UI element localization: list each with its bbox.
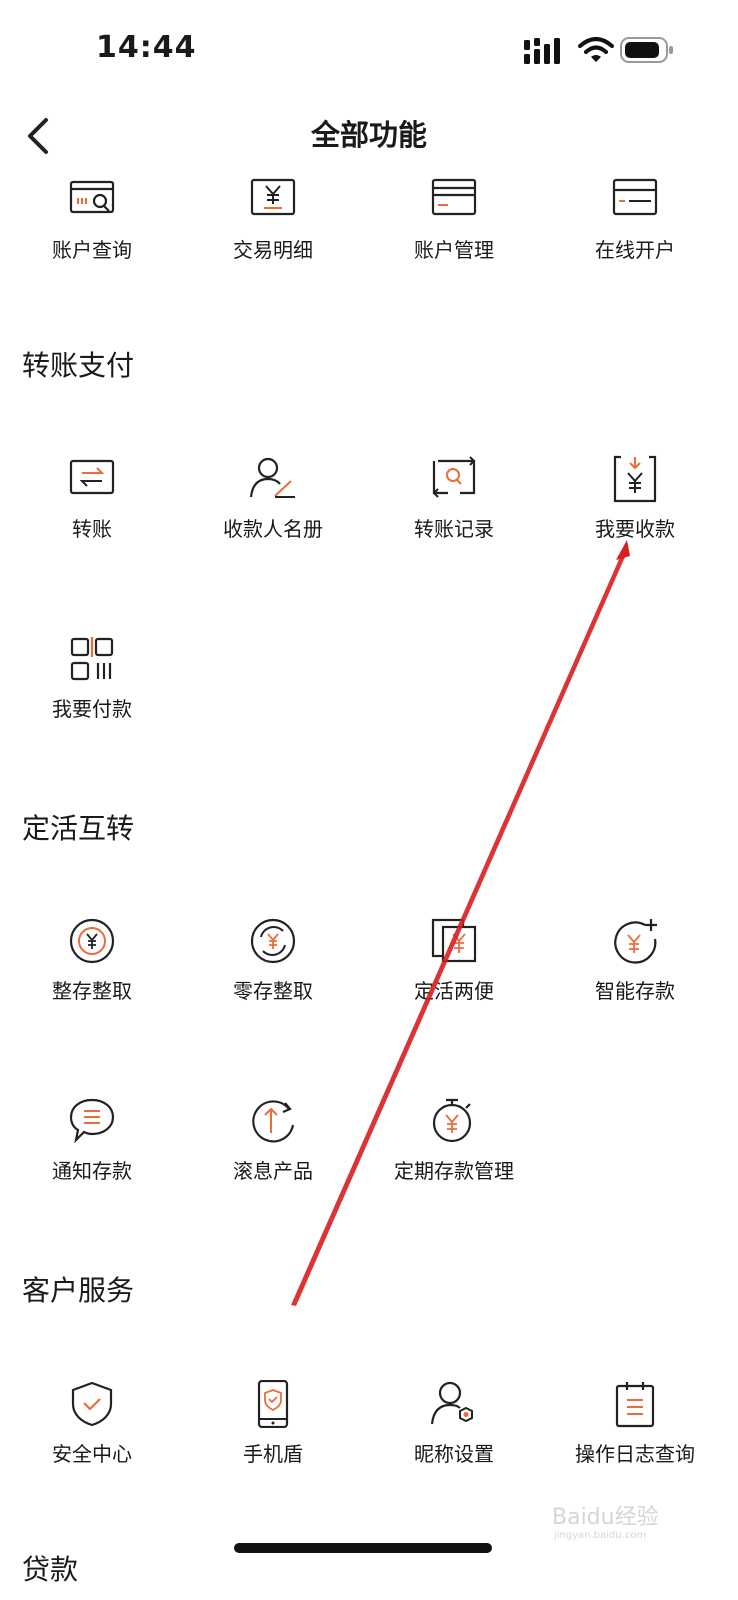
online-open-account-label: 在线开户 [595, 238, 675, 262]
status-bar: 14:44 [0, 0, 738, 100]
lump-sum-deposit-label: 整存整取 [52, 979, 132, 1003]
security-center-label: 安全中心 [52, 1442, 132, 1466]
section-title-transfer: 转账支付 [22, 349, 135, 382]
receive-payment-label: 我要收款 [595, 517, 675, 541]
payee-list-item[interactable]: 收款人名册 [181, 455, 365, 565]
flexible-deposit-icon [431, 918, 477, 963]
payee-list-label: 收款人名册 [223, 517, 323, 541]
mobile-shield-label: 手机盾 [243, 1442, 303, 1466]
transfer-row-2: 我要付款 [0, 635, 738, 745]
wifi-icon [578, 37, 614, 62]
operation-log-label: 操作日志查询 [575, 1442, 695, 1466]
status-time: 14:44 [96, 30, 197, 65]
account-query-item[interactable]: 账户查询 [0, 176, 184, 286]
smart-deposit-label: 智能存款 [595, 979, 675, 1003]
account-row: 账户查询 交易明细 账户管理 在线开户 [0, 176, 738, 286]
shield-icon [71, 1381, 113, 1427]
fixed-deposit-manage-item[interactable]: 定期存款管理 [362, 1097, 546, 1207]
transaction-detail-item[interactable]: 交易明细 [181, 176, 365, 286]
smart-deposit-icon [614, 919, 657, 964]
transfer-record-icon [432, 456, 476, 498]
section-title-loan: 贷款 [22, 1553, 79, 1586]
smart-deposit-item[interactable]: 智能存款 [543, 917, 727, 1027]
nickname-setting-label: 昵称设置 [414, 1442, 494, 1466]
service-row-1: 安全中心 手机盾 昵称设置 操作日志查询 [0, 1380, 738, 1490]
transfer-row-1: 转账 收款人名册 转账记录 我要收款 [0, 455, 738, 565]
transfer-item[interactable]: 转账 [0, 455, 184, 565]
installment-deposit-label: 零存整取 [233, 979, 313, 1003]
back-arrow-icon[interactable] [18, 110, 62, 162]
transaction-detail-label: 交易明细 [233, 238, 313, 262]
mobile-shield-item[interactable]: 手机盾 [181, 1380, 365, 1490]
make-payment-item[interactable]: 我要付款 [0, 635, 184, 745]
home-indicator[interactable] [234, 1543, 492, 1553]
lump-sum-deposit-item[interactable]: 整存整取 [0, 917, 184, 1027]
calendar-log-icon [615, 1382, 655, 1428]
transaction-detail-icon [250, 178, 296, 216]
account-manage-item[interactable]: 账户管理 [362, 176, 546, 286]
account-manage-label: 账户管理 [414, 238, 494, 262]
section-title-service: 客户服务 [22, 1274, 135, 1307]
security-center-item[interactable]: 安全中心 [0, 1380, 184, 1490]
notice-deposit-icon [69, 1098, 115, 1144]
transfer-label: 转账 [72, 517, 112, 541]
deposit-row-2: 通知存款 滚息产品 定期存款管理 [0, 1097, 738, 1207]
make-payment-label: 我要付款 [52, 697, 132, 721]
transfer-record-item[interactable]: 转账记录 [362, 455, 546, 565]
lump-sum-deposit-icon [69, 918, 115, 964]
online-open-account-item[interactable]: 在线开户 [543, 176, 727, 286]
operation-log-item[interactable]: 操作日志查询 [543, 1380, 727, 1490]
nickname-setting-item[interactable]: 昵称设置 [362, 1380, 546, 1490]
notice-deposit-item[interactable]: 通知存款 [0, 1097, 184, 1207]
transfer-record-label: 转账记录 [414, 517, 494, 541]
nav-bar: 全部功能 [0, 100, 738, 180]
section-title-deposit: 定活互转 [22, 812, 135, 845]
watermark-sub: jingyan.baidu.com [553, 1530, 646, 1540]
mobile-shield-icon [257, 1380, 289, 1428]
account-query-icon [69, 180, 115, 214]
receive-payment-icon [613, 455, 657, 503]
online-open-account-icon [612, 178, 658, 216]
rollover-product-label: 滚息产品 [233, 1159, 313, 1183]
fixed-deposit-manage-label: 定期存款管理 [394, 1159, 514, 1183]
baidu-jingyan-watermark: Baidu经验 jingyan.baidu.com [552, 1505, 659, 1540]
installment-deposit-icon [250, 918, 296, 964]
rollover-product-item[interactable]: 滚息产品 [181, 1097, 365, 1207]
fixed-deposit-manage-icon [432, 1098, 472, 1143]
flexible-deposit-label: 定活两便 [414, 979, 494, 1003]
watermark-text: Baidu经验 [552, 1505, 659, 1530]
battery-icon [620, 37, 673, 63]
rollover-product-icon [252, 1100, 295, 1143]
notice-deposit-label: 通知存款 [52, 1159, 132, 1183]
cellular-signal-icon [524, 38, 560, 64]
deposit-row-1: 整存整取 零存整取 定活两便 智能存款 [0, 917, 738, 1027]
account-query-label: 账户查询 [52, 238, 132, 262]
user-settings-icon [430, 1381, 473, 1425]
transfer-icon [69, 459, 115, 495]
make-payment-icon [70, 637, 114, 681]
installment-deposit-item[interactable]: 零存整取 [181, 917, 365, 1027]
payee-list-icon [249, 457, 295, 498]
page-title: 全部功能 [310, 118, 427, 152]
account-manage-icon [431, 178, 477, 216]
flexible-deposit-item[interactable]: 定活两便 [362, 917, 546, 1027]
receive-payment-item[interactable]: 我要收款 [543, 455, 727, 565]
